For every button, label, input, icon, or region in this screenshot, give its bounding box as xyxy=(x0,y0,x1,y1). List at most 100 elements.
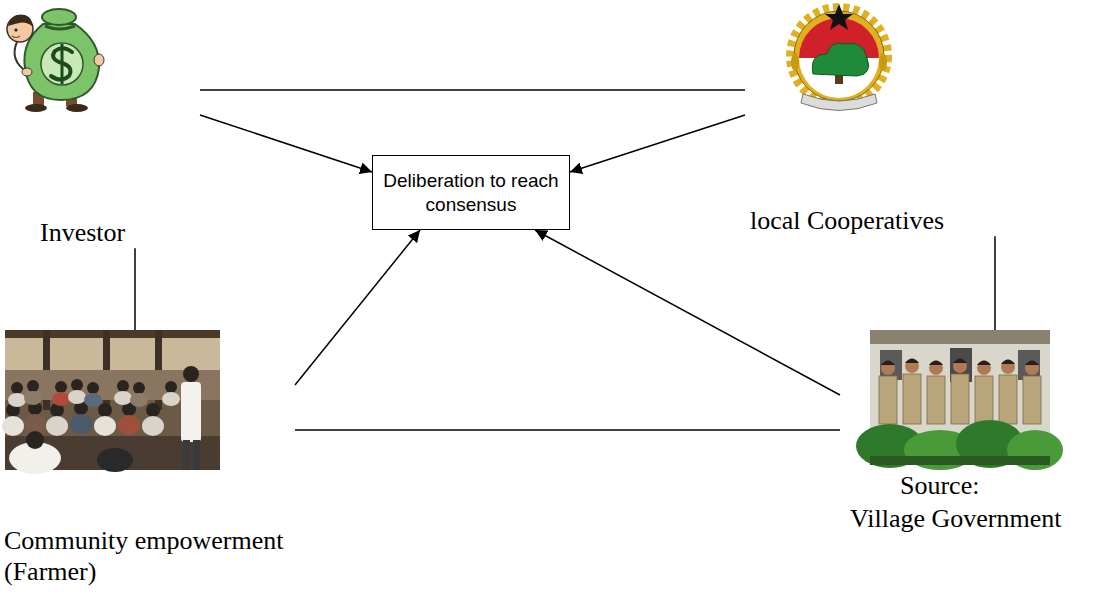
village-government-photo-part-part xyxy=(903,374,921,424)
community-photo-part-part xyxy=(27,380,39,392)
community-photo-part-part xyxy=(133,382,145,394)
community-photo-part xyxy=(193,440,200,470)
village-government-photo-part-part xyxy=(1025,361,1039,375)
village-government-photo-part xyxy=(1018,350,1040,380)
village-government-photo-part-part xyxy=(929,361,943,366)
village-government-photo-part-part xyxy=(999,375,1017,424)
stakeholder-node: Investor xyxy=(0,0,200,248)
link-line xyxy=(295,429,840,431)
village-government-photo-part-part xyxy=(881,361,895,366)
investor-icon-part xyxy=(25,104,47,112)
investor-icon-part xyxy=(8,14,32,26)
village-government-photo-part-part xyxy=(929,361,943,375)
community-photo-part-part xyxy=(146,403,160,417)
village-government-photo-part-part xyxy=(953,359,967,373)
community-photo-part-part xyxy=(52,392,70,406)
cooperative-emblem-part xyxy=(801,94,877,111)
community-photo-part-part xyxy=(8,393,26,407)
community-photo-part xyxy=(97,448,133,472)
community-photo-part-part xyxy=(68,390,86,404)
community-photo-part-part xyxy=(46,416,68,436)
community-photo-part-part xyxy=(2,416,24,436)
community-photo xyxy=(2,330,220,474)
community-photo-part xyxy=(2,390,180,436)
flow-arrow xyxy=(295,230,420,385)
community-photo-part-part xyxy=(165,381,177,393)
community-photo-part xyxy=(181,382,201,442)
community-photo-part-part xyxy=(98,403,112,417)
investor-icon-part xyxy=(12,36,20,38)
cooperative-emblem xyxy=(791,4,887,111)
village-government-photo-part xyxy=(881,359,1039,366)
picture-space xyxy=(5,330,220,470)
investor-icon-part xyxy=(42,9,76,25)
stakeholder-label: Village Government xyxy=(840,503,1070,534)
investor-icon-part xyxy=(94,54,104,66)
picture-space xyxy=(870,330,1050,465)
investor-icon-part xyxy=(66,104,88,112)
village-government-photo-part xyxy=(870,330,1050,344)
picture-space xyxy=(3,0,115,112)
stakeholder-label: Investor xyxy=(0,217,200,248)
village-government-photo-part-part xyxy=(975,376,993,424)
investor-icon-part xyxy=(22,68,32,76)
link-line xyxy=(200,89,745,91)
source-label: Source: xyxy=(900,470,979,501)
cooperative-emblem-part xyxy=(825,4,853,30)
cooperative-emblem-part xyxy=(879,53,887,71)
community-photo-part-part xyxy=(87,382,99,394)
village-government-photo-part-part xyxy=(1025,361,1039,366)
community-photo-part-part xyxy=(142,416,164,436)
village-government-photo-part-part xyxy=(953,359,967,364)
village-government-photo-part-part xyxy=(1023,376,1041,424)
picture-space xyxy=(785,0,893,115)
cooperative-emblem-part xyxy=(794,11,884,101)
community-photo-part xyxy=(183,366,199,382)
stakeholder-node: local Cooperatives xyxy=(745,0,1010,236)
community-photo-part-part xyxy=(11,382,23,394)
cooperative-emblem-part xyxy=(812,43,868,76)
village-government-photo-part-part xyxy=(951,374,969,424)
village-government-photo-part xyxy=(879,374,1041,424)
community-photo-part-part xyxy=(130,393,148,407)
cooperative-emblem-part xyxy=(791,53,799,71)
village-government-photo-part-part xyxy=(881,361,895,375)
community-photo-part-part xyxy=(114,391,132,405)
community-photo-part-part xyxy=(55,381,67,393)
stakeholder-label: Community empowerment (Farmer) xyxy=(0,525,295,587)
investor-icon-part xyxy=(15,42,27,72)
flow-arrow xyxy=(535,230,840,395)
village-government-photo-part xyxy=(880,350,902,380)
investor-icon-part xyxy=(14,28,17,31)
label-holder: Source: xyxy=(900,470,979,501)
link-line xyxy=(994,236,996,330)
community-photo-part-part xyxy=(94,416,116,436)
community-photo-part-part xyxy=(24,391,42,405)
community-photo-part xyxy=(26,431,44,449)
community-photo-part-part xyxy=(84,393,102,407)
village-government-photo xyxy=(856,330,1063,470)
link-line xyxy=(134,248,136,330)
community-photo-part-part xyxy=(162,392,180,406)
community-photo-part-part xyxy=(70,414,92,434)
village-government-photo-part-part xyxy=(927,376,945,424)
village-government-photo-part-part xyxy=(905,359,919,373)
community-photo-part xyxy=(6,379,177,417)
stakeholder-node: Community empowerment (Farmer) xyxy=(0,330,295,587)
connector-group xyxy=(135,90,995,430)
flow-arrow xyxy=(570,115,745,172)
village-government-photo-part-part xyxy=(879,376,897,424)
village-government-photo-part-part xyxy=(1001,360,1015,374)
village-government-photo-part-part xyxy=(977,361,991,375)
investor-icon-part xyxy=(41,43,83,85)
community-photo-part xyxy=(5,330,220,370)
community-photo-part xyxy=(183,440,190,470)
community-photo-part-part xyxy=(117,380,129,392)
village-government-photo-part xyxy=(881,359,1039,375)
investor-icon xyxy=(7,9,104,112)
village-government-photo-part-part xyxy=(977,361,991,366)
stakeholder-node: Village Government xyxy=(840,330,1070,534)
flow-arrow xyxy=(200,115,372,172)
